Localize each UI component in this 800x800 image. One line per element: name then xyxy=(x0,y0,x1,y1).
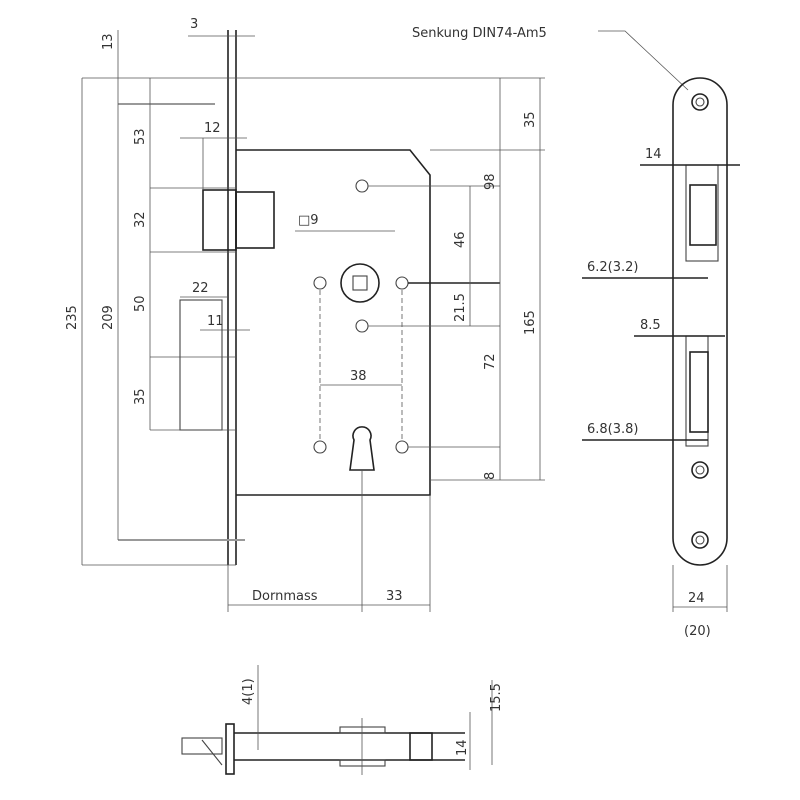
dornmass-label: Dornmass xyxy=(252,589,318,604)
countersink-note: Senkung DIN74-Am5 xyxy=(412,26,547,41)
side-view: Senkung DIN74-Am5 14 6.2(3.2) 8.5 6.8(3.… xyxy=(412,26,740,639)
dim-22: 22 xyxy=(192,281,209,296)
spindle-label: □9 xyxy=(298,213,319,228)
dim-32: 32 xyxy=(133,211,148,228)
dim-14-bottom: 14 xyxy=(455,739,470,756)
dim-4-1: 4(1) xyxy=(241,678,256,705)
dim-15-5: 15.5 xyxy=(489,683,504,712)
faceplate-bottom xyxy=(225,723,235,775)
dim-12: 12 xyxy=(204,121,221,136)
bottom-view: 4(1) 15.5 14 xyxy=(181,665,504,775)
lock-case xyxy=(236,149,431,496)
screw-holes xyxy=(313,179,409,454)
spindle-hub xyxy=(340,263,380,303)
dim-11: 11 xyxy=(207,314,224,329)
dim-33: 33 xyxy=(386,589,403,604)
dim-6-8: 6.8(3.8) xyxy=(587,422,639,437)
dim-35-left: 35 xyxy=(133,388,148,405)
latch-bolt xyxy=(202,189,237,251)
dim-14-side: 14 xyxy=(645,147,662,162)
dim-53: 53 xyxy=(133,128,148,145)
dim-50: 50 xyxy=(133,295,148,312)
dim-235: 235 xyxy=(65,305,80,330)
dim-98: 98 xyxy=(483,173,498,190)
front-view: 235 209 53 32 50 35 13 3 12 22 11 □9 38 xyxy=(65,17,545,612)
dim-3: 3 xyxy=(190,17,198,32)
dim-13: 13 xyxy=(101,33,116,50)
latch-bolt-body xyxy=(235,191,275,249)
cylinder-keyhole xyxy=(349,426,375,471)
dim-72: 72 xyxy=(483,353,498,370)
dim-21-5: 21.5 xyxy=(453,293,468,322)
dim-35-right: 35 xyxy=(523,111,538,128)
dim-38: 38 xyxy=(350,369,367,384)
dim-165: 165 xyxy=(523,310,538,335)
dim-209: 209 xyxy=(101,305,116,330)
dim-20: (20) xyxy=(684,624,711,639)
dim-8: 8 xyxy=(483,472,498,480)
spindle-square xyxy=(352,275,368,291)
dim-8-5: 8.5 xyxy=(640,318,661,333)
dim-24: 24 xyxy=(688,591,705,606)
dim-6-2: 6.2(3.2) xyxy=(587,260,639,275)
dim-46: 46 xyxy=(453,231,468,248)
faceplate-side xyxy=(672,77,728,566)
